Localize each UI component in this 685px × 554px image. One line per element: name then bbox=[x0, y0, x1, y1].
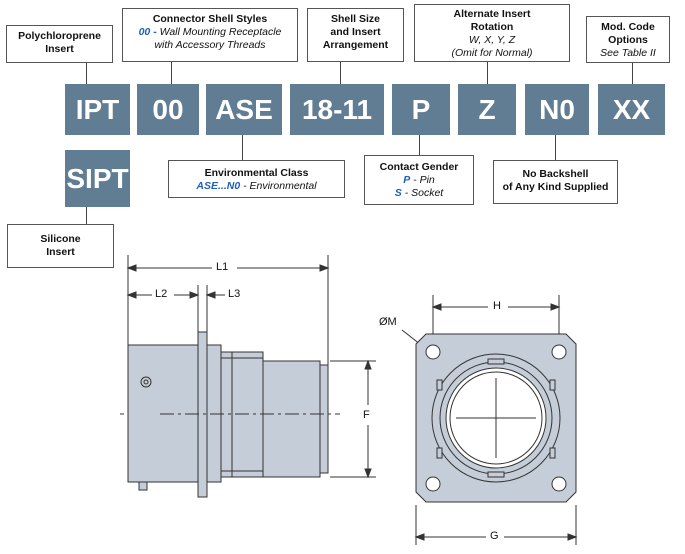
connector-line bbox=[487, 62, 488, 84]
connector-line bbox=[555, 135, 556, 160]
code-backshell: N0 bbox=[525, 84, 589, 135]
code-shell-style: 00 bbox=[137, 84, 199, 135]
code-rotation: Z bbox=[458, 84, 516, 135]
label-environmental: Environmental Class ASE...N0 - Environme… bbox=[168, 160, 345, 198]
code-sipt: SIPT bbox=[65, 150, 130, 207]
code-gender: P bbox=[392, 84, 450, 135]
label-shell-styles: Connector Shell Styles 00 - Wall Mountin… bbox=[122, 8, 298, 62]
label-contact-gender: Contact Gender P - Pin S - Socket bbox=[364, 155, 474, 205]
dim-f: F bbox=[363, 409, 370, 421]
code-mod: XX bbox=[598, 84, 665, 135]
code-shell-size: 18-11 bbox=[290, 84, 384, 135]
connector-line bbox=[86, 207, 87, 224]
dim-m: ØM bbox=[379, 316, 397, 328]
connector-line bbox=[171, 62, 172, 84]
dim-l1: L1 bbox=[216, 261, 229, 273]
code-ipt: IPT bbox=[65, 84, 130, 135]
connector-line bbox=[419, 135, 420, 155]
dim-l3: L3 bbox=[228, 288, 241, 300]
connector-line bbox=[340, 62, 341, 84]
dim-l2: L2 bbox=[155, 288, 168, 300]
code-ase: ASE bbox=[206, 84, 282, 135]
connector-line bbox=[242, 135, 243, 160]
connector-line bbox=[632, 63, 633, 84]
connector-line bbox=[86, 63, 87, 84]
dim-h: H bbox=[493, 300, 501, 312]
dim-g: G bbox=[490, 530, 499, 542]
